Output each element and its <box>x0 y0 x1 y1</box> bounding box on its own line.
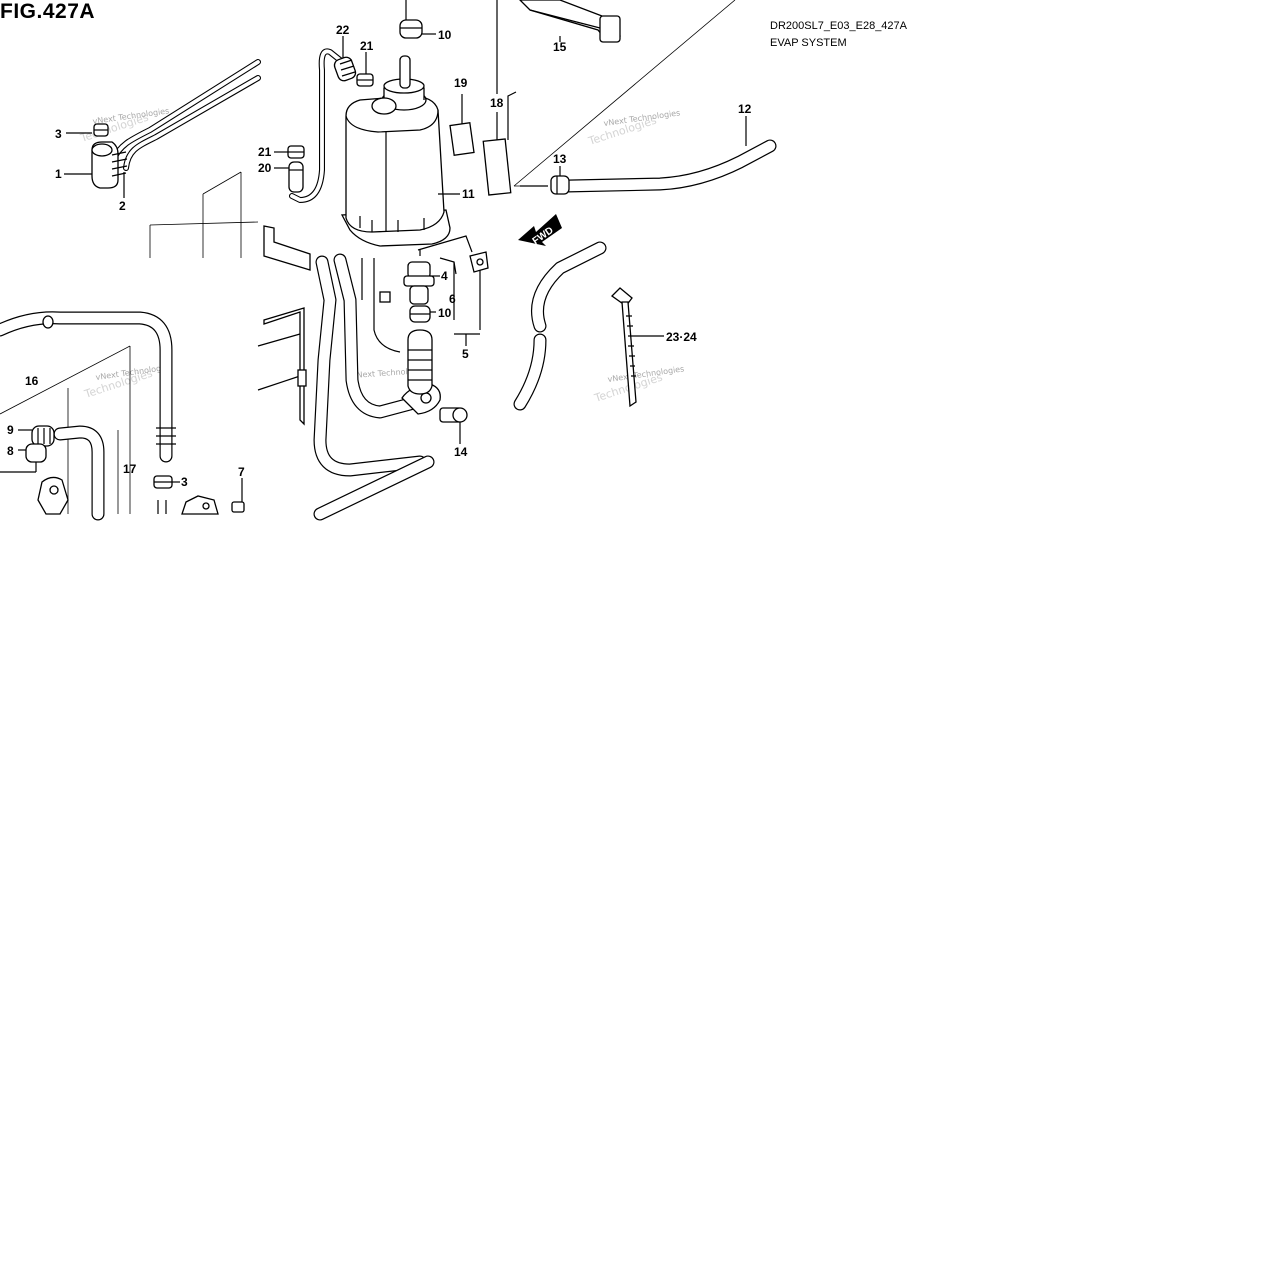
reference-lines <box>0 0 736 514</box>
figure-title: FIG.427A <box>0 0 96 23</box>
part-hose-1-2 <box>91 59 261 189</box>
callout-13: 13 <box>553 152 567 166</box>
diagram-subtitle: EVAP SYSTEM <box>770 37 847 49</box>
callout-5: 5 <box>462 347 469 361</box>
part-small-hoses <box>287 48 374 203</box>
callout-14: 14 <box>454 445 468 459</box>
part-hose-arc <box>513 241 607 411</box>
part-strap-15 <box>519 0 621 43</box>
callout-19: 19 <box>454 76 468 90</box>
part-clamp-10-top <box>399 0 423 39</box>
callout-16: 16 <box>25 374 39 388</box>
callout-10: 10 <box>438 28 452 42</box>
part-frame-pipes <box>257 225 441 521</box>
callout-4: 4 <box>441 269 448 283</box>
part-valve-stack <box>403 235 489 395</box>
part-labels-18-19 <box>449 0 517 196</box>
callout-9: 9 <box>7 423 14 437</box>
callout-18: 18 <box>490 96 504 110</box>
callout-2: 2 <box>119 199 126 213</box>
callout-1: 1 <box>55 167 62 181</box>
leader-lines <box>0 33 747 502</box>
callout-12: 12 <box>738 102 752 116</box>
part-bolt-14 <box>439 407 468 423</box>
diagram-code: DR200SL7_E03_E28_427A <box>770 20 908 32</box>
callout-22: 22 <box>336 23 350 37</box>
callout-21: 21 <box>258 145 272 159</box>
part-clamp-3-bottom <box>153 475 245 515</box>
callout-23-24: 23·24 <box>666 330 697 344</box>
part-hose-12 <box>520 139 777 195</box>
callout-3: 3 <box>55 127 62 141</box>
callout-17: 17 <box>123 462 137 476</box>
callout-8: 8 <box>7 444 14 458</box>
callout-3: 3 <box>181 475 188 489</box>
callout-6: 6 <box>449 292 456 306</box>
callout-7: 7 <box>238 465 245 479</box>
callout-10: 10 <box>438 306 452 320</box>
part-canister-11 <box>340 55 451 247</box>
callout-11: 11 <box>462 187 475 201</box>
fwd-direction-marker: FWD <box>518 214 562 247</box>
callout-20: 20 <box>258 161 272 175</box>
callout-15: 15 <box>553 40 567 54</box>
callout-21: 21 <box>360 39 374 53</box>
callout-labels: 3 1 2 22 21 21 20 10 19 18 11 15 12 13 4… <box>7 23 752 489</box>
part-hoses-bottom-left <box>0 311 176 521</box>
part-cable-tie-23-24 <box>610 287 637 408</box>
